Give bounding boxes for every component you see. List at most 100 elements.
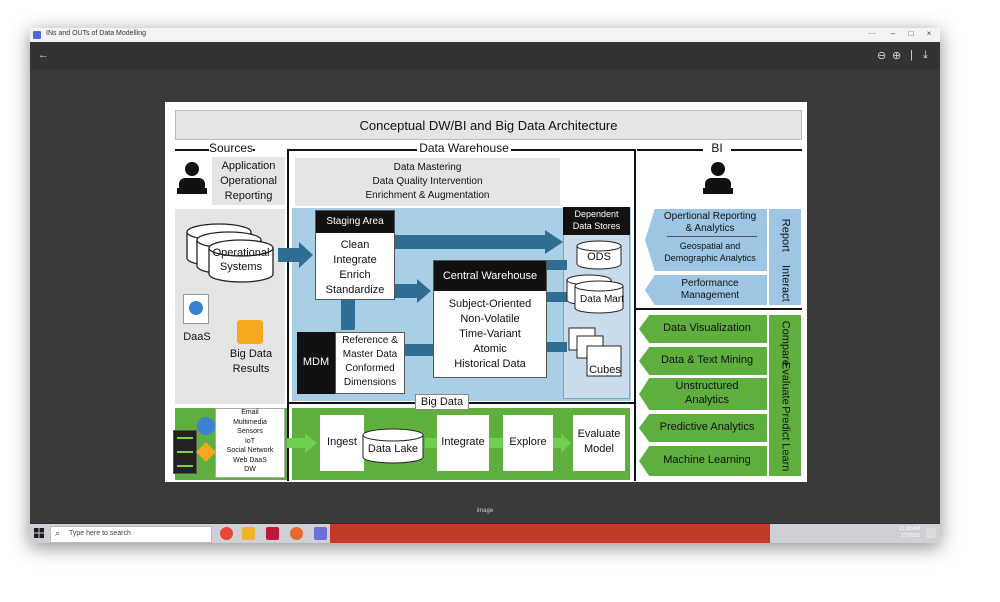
zoom-out-icon[interactable]: ⊖ xyxy=(877,50,887,62)
central-item: Time-Variant xyxy=(459,328,521,340)
globe-icon xyxy=(197,417,215,435)
predictive-analytics-chevron: Predictive Analytics xyxy=(639,414,767,442)
clock-time: 11:18 AM xyxy=(899,526,920,532)
source-item: Sensors xyxy=(237,428,263,435)
back-arrow-icon[interactable]: ← xyxy=(38,49,49,61)
image-caption: image xyxy=(476,508,494,514)
staging-item: Integrate xyxy=(333,254,377,266)
source-item: DW xyxy=(244,466,256,473)
flow-arrow xyxy=(287,438,307,448)
database-stack-icon xyxy=(186,223,274,283)
bi-green-label: Unstructured xyxy=(675,380,739,392)
search-placeholder: Type here to search xyxy=(69,530,131,537)
flow-arrow-vertical xyxy=(341,300,355,330)
server-icon xyxy=(173,430,197,474)
download-icon[interactable]: ⤓ xyxy=(923,49,928,61)
data-visualization-chevron: Data Visualization xyxy=(639,315,767,343)
evaluate-model-box: Evaluate Model xyxy=(573,415,625,471)
file-explorer-icon[interactable] xyxy=(242,527,255,540)
windows-start-icon[interactable] xyxy=(34,528,44,538)
folder-icon xyxy=(237,320,263,344)
bi-green-side-label: Learn xyxy=(779,443,792,472)
flow-arrow xyxy=(305,433,317,453)
mdm-label: MDM xyxy=(302,356,330,368)
source-item: Email xyxy=(241,409,259,416)
flow-arrow xyxy=(545,292,567,302)
ingest-label: Ingest xyxy=(327,436,357,448)
clock-date: 7/7/2025 xyxy=(900,533,920,539)
central-item: Non-Volatile xyxy=(460,313,520,325)
big-data-results-label: Results xyxy=(232,363,270,375)
data-lake-cylinder-icon xyxy=(362,428,424,464)
bi-blue-label: Geospatial and xyxy=(679,241,741,251)
ingest-box: Ingest xyxy=(320,415,364,471)
staging-item: Standardize xyxy=(325,284,385,296)
daas-document-icon xyxy=(183,294,209,324)
flow-arrow xyxy=(553,438,563,448)
app-icon[interactable] xyxy=(266,527,279,540)
data-mart-label: Data Mart xyxy=(580,294,624,305)
window-title: INs and OUTs of Data Modelling xyxy=(46,30,146,37)
flow-arrow xyxy=(489,438,503,448)
flow-arrow xyxy=(545,342,567,352)
mastering-line: Data Mastering xyxy=(393,162,462,173)
staging-area-box: Staging Area Clean Integrate Enrich Stan… xyxy=(315,210,395,300)
user-icon xyxy=(177,162,207,194)
app-icon xyxy=(33,31,41,39)
reference-line: Reference & xyxy=(342,335,398,346)
mastering-line: Data Quality Intervention xyxy=(372,176,483,187)
big-data-results-label: Big Data xyxy=(229,348,273,360)
explore-label: Explore xyxy=(509,436,547,448)
maximize-button[interactable]: □ xyxy=(908,29,914,38)
bi-blue-label: & Analytics xyxy=(685,223,735,234)
bi-heading: BI xyxy=(703,141,731,156)
reference-line: Master Data xyxy=(342,349,398,360)
flow-arrow xyxy=(417,279,431,303)
flow-arrow-horizontal xyxy=(403,344,435,356)
flow-arrow xyxy=(545,260,567,270)
notification-icon[interactable] xyxy=(926,528,936,538)
chrome-icon[interactable] xyxy=(220,527,233,540)
zoom-in-icon[interactable]: ⊕ xyxy=(892,50,902,62)
staging-area-title: Staging Area xyxy=(326,216,384,227)
big-data-sources-list: Email Multimedia Sensors IoT Social Netw… xyxy=(215,408,285,478)
taskbar: ⌕ Type here to search 11:18 AM 7/7/2025 xyxy=(30,524,940,543)
evaluate-model-label: Model xyxy=(584,443,614,455)
system-clock[interactable]: 11:18 AM 7/7/2025 xyxy=(870,526,920,540)
flow-arrow xyxy=(395,284,419,298)
app-reporting-line: Operational xyxy=(220,175,277,187)
diagram-title: Conceptual DW/BI and Big Data Architectu… xyxy=(359,118,618,133)
source-item: IoT xyxy=(244,437,256,445)
app-reporting-line: Reporting xyxy=(224,190,273,202)
bi-blue-label: Opertional Reporting xyxy=(663,211,757,222)
source-item: Multimedia xyxy=(233,418,267,426)
architecture-diagram: Conceptual DW/BI and Big Data Architectu… xyxy=(165,102,807,482)
reference-master-data-box: Reference & Master Data Conformed Dimens… xyxy=(335,332,405,394)
minimize-button[interactable]: – xyxy=(890,29,896,38)
bi-blue-label: Management xyxy=(680,290,740,301)
staging-item: Clean xyxy=(340,239,370,251)
ods-cylinder-icon xyxy=(576,240,622,270)
bi-green-label: Analytics xyxy=(684,394,730,406)
close-button[interactable]: × xyxy=(926,29,932,38)
reference-line: Conformed xyxy=(345,363,395,374)
big-data-heading: Big Data xyxy=(420,396,464,408)
app-icon[interactable] xyxy=(290,527,303,540)
divider xyxy=(634,149,636,481)
title-bar: INs and OUTs of Data Modelling ··· – □ × xyxy=(30,28,940,42)
cubes-label: Cubes xyxy=(589,364,621,376)
report-interact-band: Report Interact xyxy=(769,209,801,305)
operational-systems-label: Operational xyxy=(212,247,270,259)
flow-arrow xyxy=(561,433,571,453)
taskbar-search-box[interactable]: ⌕ Type here to search xyxy=(50,526,212,543)
operational-reporting-chevron: Opertional Reporting & Analytics Geospat… xyxy=(645,209,767,271)
more-options-button[interactable]: ··· xyxy=(868,29,876,38)
source-item: Social Network xyxy=(226,447,274,454)
app-icon[interactable] xyxy=(314,527,327,540)
search-icon: ⌕ xyxy=(55,528,61,538)
divider xyxy=(287,149,289,481)
taskbar-highlight xyxy=(330,524,770,543)
dependent-stores-title: Data Stores xyxy=(572,221,621,231)
data-text-mining-chevron: Data & Text Mining xyxy=(639,347,767,375)
integrate-label: Integrate xyxy=(441,436,485,448)
